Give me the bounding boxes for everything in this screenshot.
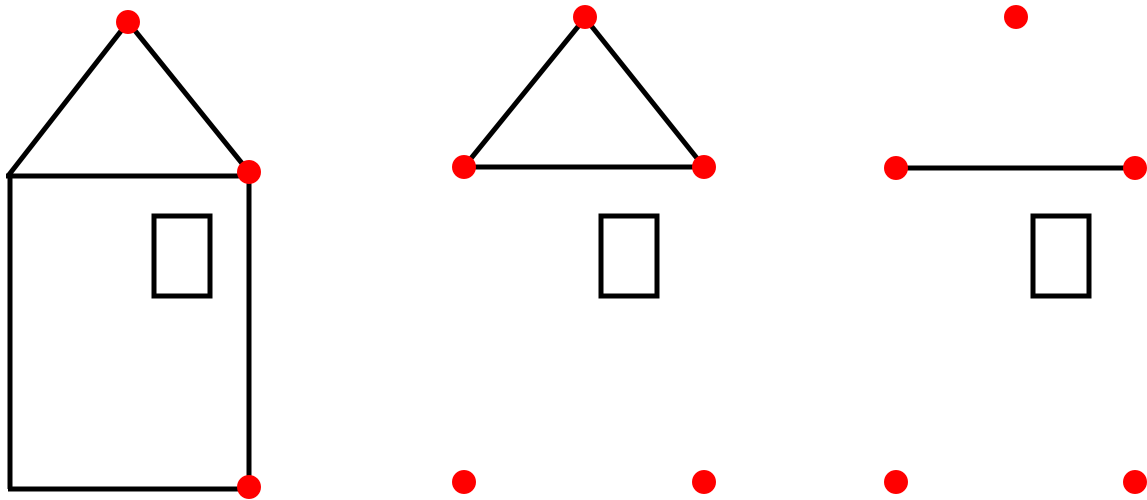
vertex-base-left (884, 156, 908, 180)
vertex-bottom-right (692, 470, 716, 494)
vertex-bottom-left (884, 470, 908, 494)
vertex-base-left (452, 155, 476, 179)
vertex-bottom-right-corner (237, 475, 261, 499)
vertex-apex (1004, 5, 1028, 29)
vertex-bottom-right (1123, 470, 1147, 494)
vertex-bottom-left (452, 470, 476, 494)
vertex-top-right-corner (237, 160, 261, 184)
vertex-apex (573, 5, 597, 29)
vertex-base-right (692, 155, 716, 179)
vertex-base-right (1123, 156, 1147, 180)
vertex-apex (116, 10, 140, 34)
